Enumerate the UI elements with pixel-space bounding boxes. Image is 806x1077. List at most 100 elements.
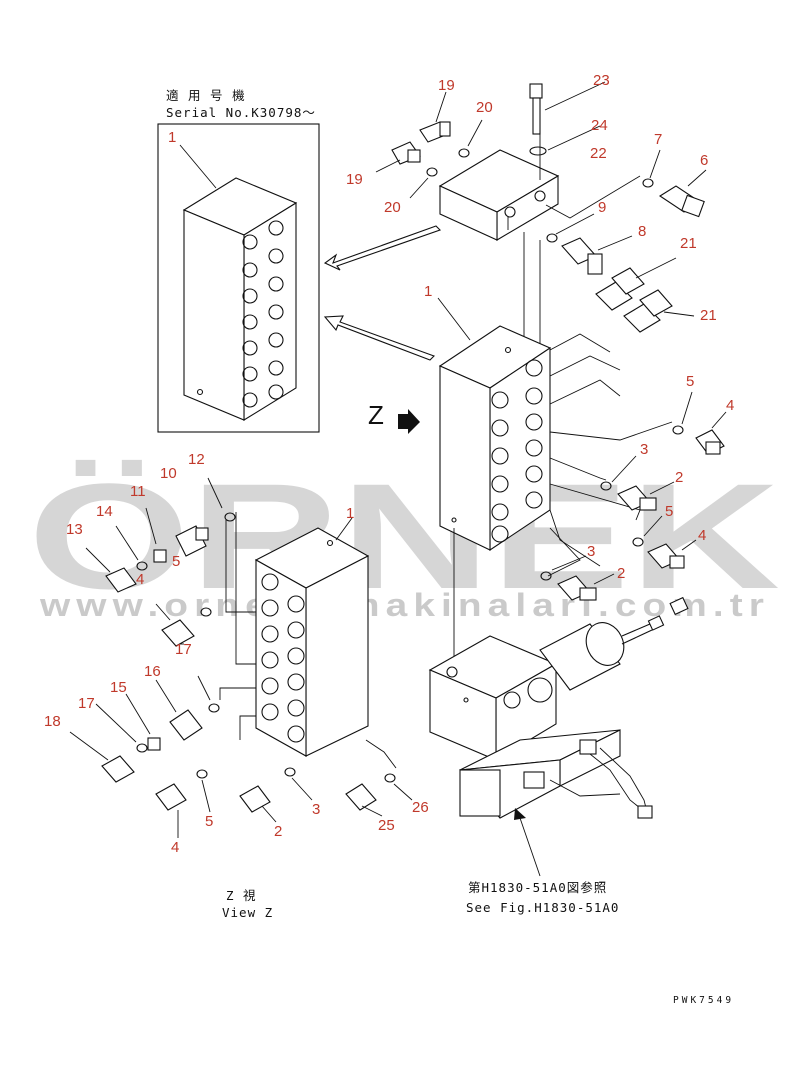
- fitting-8: [561, 235, 633, 275]
- main-valve-block: 1: [424, 283, 552, 552]
- sensor-21-b: [623, 289, 695, 333]
- sensor-21-a: [595, 257, 677, 311]
- oring-5-a: [672, 391, 693, 435]
- callout-3-b: 3: [587, 543, 595, 560]
- inset-label-serial: Serial No.K30798～: [166, 105, 316, 120]
- oring-3-c: [284, 767, 313, 801]
- ref-label-jp: 第H1830-51A0図参照: [468, 880, 607, 895]
- view-z-label-jp: Z 視: [226, 888, 257, 903]
- callout-21-a: 21: [680, 235, 697, 252]
- callout-20-a: 20: [476, 99, 493, 116]
- oring-17-b: [95, 703, 148, 753]
- callout-23: 23: [593, 72, 610, 89]
- callout-24: 24: [591, 117, 608, 134]
- callout-5-c: 5: [172, 553, 180, 570]
- oring-5-d: [196, 769, 211, 813]
- callout-4-d: 4: [171, 839, 179, 856]
- callout-15: 15: [110, 679, 127, 696]
- callout-10: 10: [160, 465, 177, 482]
- fitting-17-a: [155, 603, 195, 647]
- upper-block: [438, 130, 560, 241]
- inset-arrows: [323, 225, 442, 361]
- inset-label-jp: 適 用 号 機: [166, 88, 246, 103]
- callout-9: 9: [598, 199, 606, 216]
- fitting-11: [145, 507, 167, 563]
- watermark: ÖRNEK www.orneklsmakinalari.com.tr: [28, 452, 780, 623]
- fitting-10: [175, 525, 209, 557]
- callout-18: 18: [44, 713, 61, 730]
- oring-12: [207, 477, 236, 522]
- callout-1-main: 1: [424, 283, 432, 300]
- fitting-2-a: [617, 481, 675, 511]
- oring-9: [546, 213, 595, 243]
- callout-2-b: 2: [617, 565, 625, 582]
- callout-6: 6: [700, 152, 708, 169]
- fitting-19-b: [375, 141, 421, 173]
- callout-7: 7: [654, 131, 662, 148]
- z-label: Z: [368, 400, 384, 430]
- callout-25: 25: [378, 817, 395, 834]
- fitting-18: [69, 731, 135, 783]
- callout-3-a: 3: [640, 441, 648, 458]
- ref-label-en: See Fig.H1830-51A0: [466, 900, 619, 915]
- drawing-code: PWK7549: [673, 995, 734, 1006]
- callout-20-b: 20: [384, 199, 401, 216]
- callout-5-b: 5: [665, 503, 673, 520]
- fitting-4-b: [647, 539, 697, 569]
- callout-12: 12: [188, 451, 205, 468]
- oring-14: [115, 525, 148, 571]
- callout-4-b: 4: [698, 527, 706, 544]
- watermark-url: www.orneklsmakinalari.com.tr: [39, 587, 770, 623]
- view-z-block: 1: [254, 505, 397, 769]
- inset-frame: [157, 123, 320, 433]
- oring-5-b: [632, 515, 663, 547]
- view-z-leaders: [219, 512, 256, 740]
- callout-3-c: 3: [312, 801, 320, 818]
- view-z-ports: [261, 573, 305, 743]
- fitting-2-b: [557, 573, 615, 601]
- serial-inset: 適 用 号 機 Serial No.K30798～ 1: [157, 88, 320, 433]
- pipe-lines-main: [453, 333, 673, 660]
- z-marker: Z: [368, 400, 420, 434]
- fitting-15: [125, 693, 161, 751]
- oring-3-a: [600, 455, 637, 491]
- callout-1-viewz: 1: [346, 505, 354, 522]
- callout-17-b: 17: [78, 695, 95, 712]
- pipe-lines-upper: [507, 175, 641, 356]
- callout-1-inset: 1: [168, 129, 176, 146]
- oring-20-a: [458, 119, 483, 158]
- callout-14: 14: [96, 503, 113, 520]
- fitting-25: [345, 783, 383, 817]
- callout-4-c: 4: [136, 571, 144, 588]
- callout-19-b: 19: [346, 171, 363, 188]
- oring-5-c: [200, 607, 212, 617]
- callout-13: 13: [66, 521, 83, 538]
- callout-8: 8: [638, 223, 646, 240]
- callout-16: 16: [144, 663, 161, 680]
- solenoid-valve-assembly: [428, 596, 689, 877]
- callout-2-c: 2: [274, 823, 282, 840]
- fitting-4-c: [155, 783, 187, 838]
- callout-5-d: 5: [205, 813, 213, 830]
- oring-3-b: [540, 555, 587, 581]
- washer-24: [529, 125, 601, 156]
- fitting-16: [155, 679, 203, 741]
- callout-26: 26: [412, 799, 429, 816]
- callout-2-a: 2: [675, 469, 683, 486]
- inset-ports: [242, 220, 284, 408]
- fitting-2-c: [239, 785, 277, 823]
- callout-11: 11: [130, 483, 146, 500]
- fitting-13: [85, 547, 137, 593]
- oring-26: [384, 773, 413, 801]
- oring-7: [642, 149, 661, 188]
- oring-20-b: [409, 167, 438, 199]
- sensor-6: [658, 169, 707, 218]
- callout-19-a: 19: [438, 77, 455, 94]
- callout-5-a: 5: [686, 373, 694, 390]
- inset-valve-block: [182, 177, 298, 421]
- view-z-label-en: View Z: [222, 905, 273, 920]
- oring-mid: [197, 675, 220, 713]
- main-block-ports: [491, 359, 543, 543]
